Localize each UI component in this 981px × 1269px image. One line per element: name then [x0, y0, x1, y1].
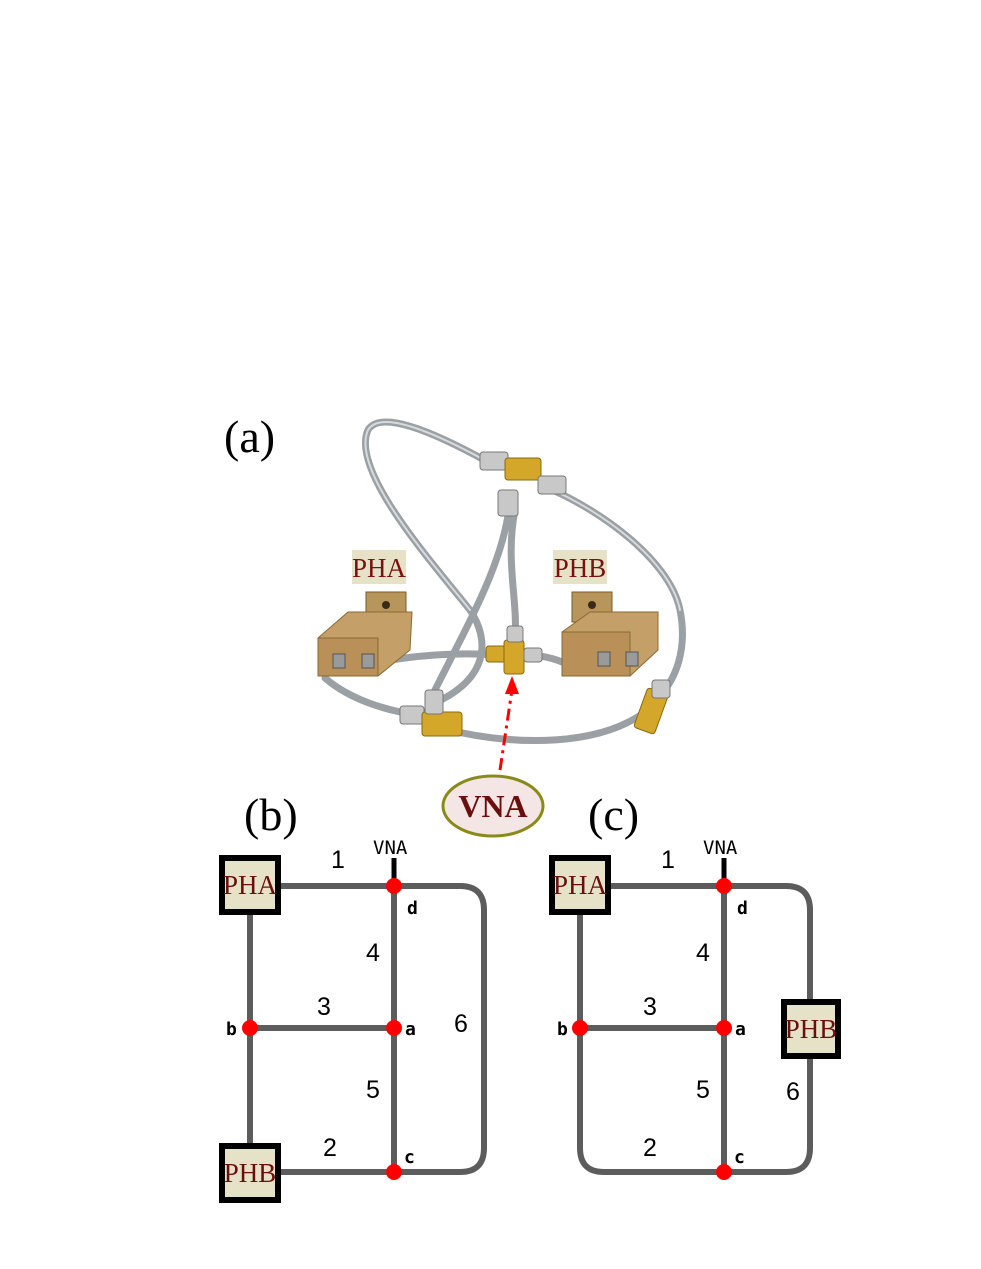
c-edge-3-label: 3	[643, 993, 657, 1021]
pha-photo-label: PHA	[352, 553, 407, 583]
b-nodes	[242, 878, 402, 1180]
c-node-b-label: b	[557, 1019, 568, 1040]
device-pha: PHA	[317, 550, 413, 677]
c-node-c-label: c	[734, 1147, 745, 1168]
vna-arrow-head	[505, 676, 519, 694]
c-node-a	[716, 1020, 732, 1036]
b-edge-6-wire	[391, 883, 487, 1175]
phb-port-2	[625, 651, 639, 667]
b-node-b	[242, 1020, 258, 1036]
vna-arrow-line	[498, 689, 514, 771]
cable-bottom	[436, 708, 649, 745]
b-pha-label: PHA	[223, 870, 278, 900]
b-node-d-label: d	[407, 898, 418, 919]
b-node-c-label: c	[404, 1147, 415, 1168]
c-pha-box	[549, 855, 611, 915]
panel-b-wires	[247, 858, 487, 1175]
c-phb-box	[781, 999, 841, 1059]
panel-c-wires	[577, 858, 813, 1175]
tee-bottom	[421, 711, 463, 737]
connector-bottom-up	[424, 689, 444, 715]
c-edge-4-label: 4	[696, 939, 710, 967]
c-node-c	[716, 1164, 732, 1180]
c-node-b	[572, 1020, 588, 1036]
panel-b: (b) PHA PHB VNA d a	[219, 789, 487, 1203]
panel-a: (a)	[224, 411, 686, 838]
phb-port-1	[597, 651, 611, 667]
c-node-d	[716, 878, 732, 894]
b-box-pha: PHA	[219, 855, 281, 915]
c-vna-label: VNA	[703, 837, 738, 859]
cable-center-up	[507, 506, 519, 642]
vna-ellipse-label: VNA	[458, 788, 527, 824]
c-phb-label: PHB	[785, 1014, 838, 1044]
b-labels: VNA d a b c 1 2 3 4 5 6	[226, 837, 468, 1168]
cable-center-down	[431, 496, 514, 694]
b-edge-4-label: 4	[366, 939, 380, 967]
panel-a-label: (a)	[224, 411, 275, 462]
b-node-b-label: b	[226, 1019, 237, 1040]
b-phb-box	[219, 1143, 281, 1203]
b-phb-label: PHB	[224, 1158, 277, 1188]
c-box-pha: PHA	[549, 855, 611, 915]
panel-c-label: (c)	[588, 789, 639, 840]
connector-right	[651, 679, 671, 699]
connector-bottom-left	[399, 705, 425, 725]
connector-center-right	[523, 647, 543, 663]
b-edge-5-label: 5	[366, 1076, 380, 1104]
b-pha-box	[219, 855, 281, 915]
connector-center-up	[506, 625, 524, 643]
pha-port-2	[361, 653, 375, 669]
c-edge-5-label: 5	[696, 1076, 710, 1104]
b-node-a-label: a	[405, 1019, 416, 1040]
connector-top-left	[479, 451, 509, 471]
b-edge-3-label: 3	[317, 993, 331, 1021]
c-edge-6-top-wire	[721, 883, 813, 1003]
c-edge-2-label: 2	[643, 1134, 657, 1162]
connectors	[399, 451, 671, 737]
c-node-d-label: d	[737, 898, 748, 919]
b-node-a	[386, 1020, 402, 1036]
c-labels: VNA d a b c 1 2 3 4 5 6	[557, 837, 800, 1168]
c-node-a-label: a	[735, 1019, 746, 1040]
c-edge-2-wire	[577, 909, 727, 1175]
b-node-d	[386, 878, 402, 894]
pha-port-1	[332, 653, 346, 669]
phb-photo-tag	[553, 550, 607, 584]
b-node-c	[386, 1164, 402, 1180]
c-nodes	[572, 878, 732, 1180]
phb-photo-label: PHB	[554, 553, 607, 583]
connector-top-down	[497, 489, 519, 517]
tee-center	[503, 639, 525, 675]
tee-top	[504, 457, 542, 481]
c-box-phb: PHB	[781, 999, 841, 1059]
c-edge-1-label: 1	[661, 846, 675, 874]
panel-b-label: (b)	[244, 789, 298, 840]
vna-ellipse	[441, 774, 545, 838]
device-phb: PHB	[553, 550, 659, 677]
b-box-phb: PHB	[219, 1143, 281, 1203]
c-edge-6-label: 6	[786, 1078, 800, 1106]
panel-c: (c) PHA PHB VNA d a	[549, 789, 841, 1180]
pha-photo-tag	[352, 550, 406, 584]
connector-top-right	[537, 475, 567, 495]
b-vna-label: VNA	[373, 837, 408, 859]
c-edge-6-bottom-wire	[721, 1053, 813, 1175]
c-pha-label: PHA	[553, 870, 608, 900]
b-edge-1-label: 1	[331, 846, 345, 874]
b-edge-6-label: 6	[454, 1010, 468, 1038]
b-edge-2-label: 2	[323, 1134, 337, 1162]
vna-indicator: VNA	[441, 676, 545, 838]
